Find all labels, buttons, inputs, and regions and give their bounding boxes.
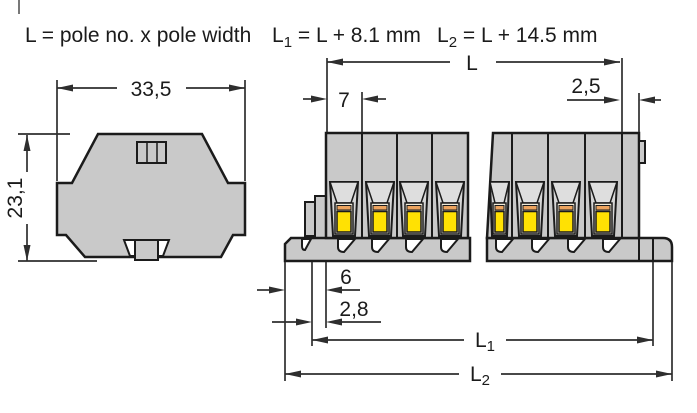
dim-L-label: L: [466, 52, 478, 75]
front-foot-notch-left: [122, 239, 136, 257]
front-foot-notch-right: [157, 239, 171, 257]
header-formulas: L = pole no. x pole width L1 = L + 8.1 m…: [25, 24, 598, 51]
terminal-window: [488, 181, 511, 237]
terminal-window: [514, 181, 546, 237]
dim-end-plate-2-5: 2,5: [567, 75, 661, 132]
terminal-window: [550, 181, 582, 237]
flange-cutouts: [301, 238, 623, 254]
terminal-window: [328, 181, 360, 237]
dim-l1: L1: [312, 262, 654, 355]
dim-height-label: 23,1: [4, 178, 27, 219]
terminal-window: [434, 181, 466, 237]
front-view: [55, 132, 247, 261]
side-left-step-inner: [314, 195, 327, 241]
formula-pole-width: L = pole no. x pole width: [25, 24, 251, 47]
dim-6-label: 6: [340, 266, 352, 289]
dim-l2-label: L2: [470, 363, 490, 389]
front-view-body: [55, 132, 247, 259]
dim-pole-width-7: 7: [303, 89, 386, 132]
side-right-tab: [638, 140, 646, 164]
side-view: [283, 131, 674, 263]
formula-l2: L2 = L + 14.5 mm: [437, 24, 598, 51]
side-left-step-outer: [304, 201, 316, 237]
dim-2-8-label: 2,8: [339, 298, 368, 321]
terminal-window: [364, 181, 396, 237]
dim-height-23-1: 23,1: [4, 133, 97, 262]
terminal-window: [398, 181, 430, 237]
dim-7-label: 7: [338, 89, 350, 112]
dim-total-length-L: L: [326, 52, 623, 132]
formula-l1: L1 = L + 8.1 mm: [272, 24, 421, 51]
dim-foot-offset-2-8: 2,8: [272, 262, 381, 346]
dim-2-5-label: 2,5: [571, 75, 600, 98]
dim-width-label: 33,5: [131, 78, 172, 101]
dim-l2: L2: [285, 262, 673, 389]
front-foot-tab: [134, 239, 159, 261]
front-marking-field: [136, 141, 167, 164]
dim-width-33-5: 33,5: [56, 78, 246, 181]
terminal-window: [587, 181, 619, 237]
dim-l1-label: L1: [475, 329, 495, 355]
